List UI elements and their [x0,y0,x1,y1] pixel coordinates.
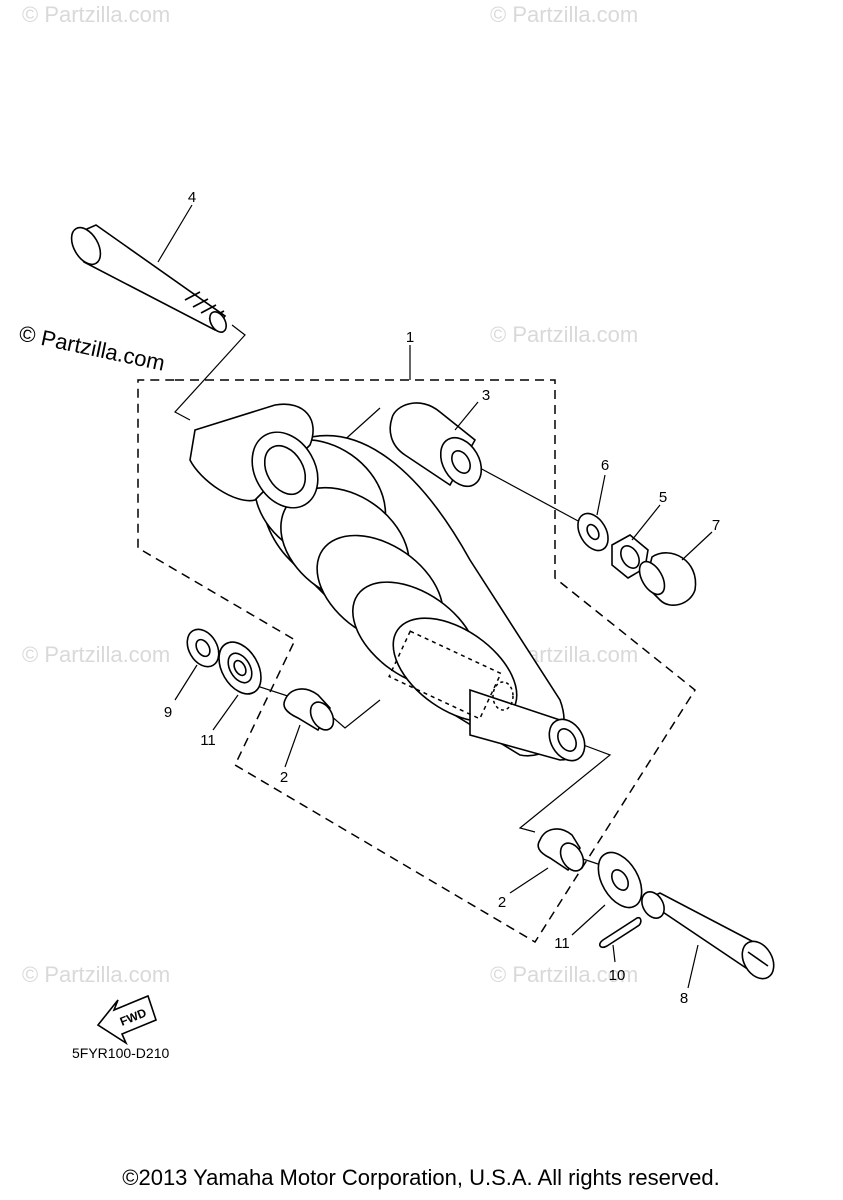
callout-9: 9 [164,704,172,721]
collar-part-2-right [537,828,585,872]
diagram-code: 5FYR100-D210 [72,1045,169,1061]
collar-part-3 [389,402,483,488]
callout-11-right: 11 [554,935,570,952]
washer-part-6 [577,512,609,552]
callout-leaders [157,204,713,989]
callout-5: 5 [659,489,667,506]
callout-4: 4 [188,189,196,206]
bolt-part-4 [70,224,227,333]
callout-7: 7 [712,517,720,534]
shock-absorber-body [189,403,586,762]
watermark-text-strong: © Partzilla.com [17,320,167,375]
callout-2-left: 2 [280,769,288,786]
forward-direction-arrow: FWD [96,994,157,1046]
callout-10: 10 [609,967,626,984]
watermark-text: © Partzilla.com [22,2,170,27]
pin-part-8 [641,891,775,980]
watermark-text: © Partzilla.com [22,962,170,987]
cap-part-7 [638,552,697,606]
seal-part-11-left [218,641,262,695]
callout-1: 1 [406,329,414,346]
copyright-footer: ©2013 Yamaha Motor Corporation, U.S.A. A… [122,1165,719,1190]
watermark-text: © Partzilla.com [490,2,638,27]
callout-2-right: 2 [498,894,506,911]
cotter-pin-part-10 [599,916,642,949]
callout-3: 3 [482,387,490,404]
collar-part-2-left [283,688,335,732]
callout-6: 6 [601,457,609,474]
watermark-text: © Partzilla.com [22,642,170,667]
callout-11-left: 11 [200,732,216,749]
callout-labels: 4 1 3 6 5 7 9 11 2 2 11 10 8 [164,189,720,1007]
washer-part-9 [186,628,220,668]
callout-8: 8 [680,990,688,1007]
watermark-text: © Partzilla.com [490,962,638,987]
seal-part-11-right [597,851,643,909]
watermark-text: © Partzilla.com [490,322,638,347]
